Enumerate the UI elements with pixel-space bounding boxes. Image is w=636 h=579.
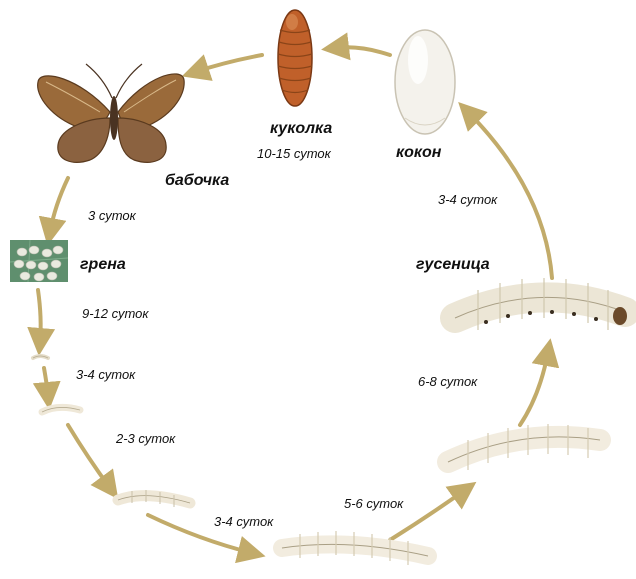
arrow-egg-to-larva1 <box>27 288 56 356</box>
arrow-larva2-to-larva3 <box>66 423 119 500</box>
arrow-cocoon-to-pupa <box>321 32 392 61</box>
arrow-larva4-to-larva5 <box>388 481 477 542</box>
duration-caterpillar-to-cocoon: 3-4 суток <box>438 192 498 207</box>
stage-label-butterfly: бабочка <box>165 172 230 189</box>
butterfly-icon <box>37 63 185 163</box>
arrow-butterfly-to-egg <box>38 176 70 246</box>
arrow-pupa-to-butterfly <box>181 53 264 81</box>
duration-pupa: 10-15 суток <box>257 146 331 161</box>
larva-icon <box>273 531 437 565</box>
larva-icon <box>38 403 84 416</box>
cocoon-icon <box>394 29 456 135</box>
larva-icon <box>437 424 611 473</box>
stage-label-cocoon: кокон <box>396 144 442 161</box>
arrow-larva1-to-larva2 <box>32 366 61 410</box>
duration-instar-3: 3-4 суток <box>214 514 274 529</box>
stage-label-caterpillar: гусеница <box>416 256 490 273</box>
arrow-larva5-to-caterpillar <box>518 338 560 427</box>
duration-butterfly-to-egg: 3 суток <box>88 208 136 223</box>
eggs-on-leaf-icon <box>9 239 69 283</box>
duration-instar-2: 2-3 суток <box>116 431 176 446</box>
arrow-larva3-to-larva4 <box>146 513 266 564</box>
arrow-caterpillar-to-cocoon <box>458 102 554 280</box>
pupa-icon <box>277 9 313 107</box>
duration-instar-1: 3-4 суток <box>76 367 136 382</box>
stage-label-pupa: куколка <box>270 120 333 137</box>
larva-icon <box>440 278 636 333</box>
duration-instar-5: 6-8 суток <box>418 374 478 389</box>
duration-egg-to-larva: 9-12 суток <box>82 306 149 321</box>
duration-instar-4: 5-6 суток <box>344 496 404 511</box>
stage-label-egg: грена <box>80 256 126 273</box>
larva-icon <box>31 354 50 360</box>
larva-icon <box>112 490 196 509</box>
